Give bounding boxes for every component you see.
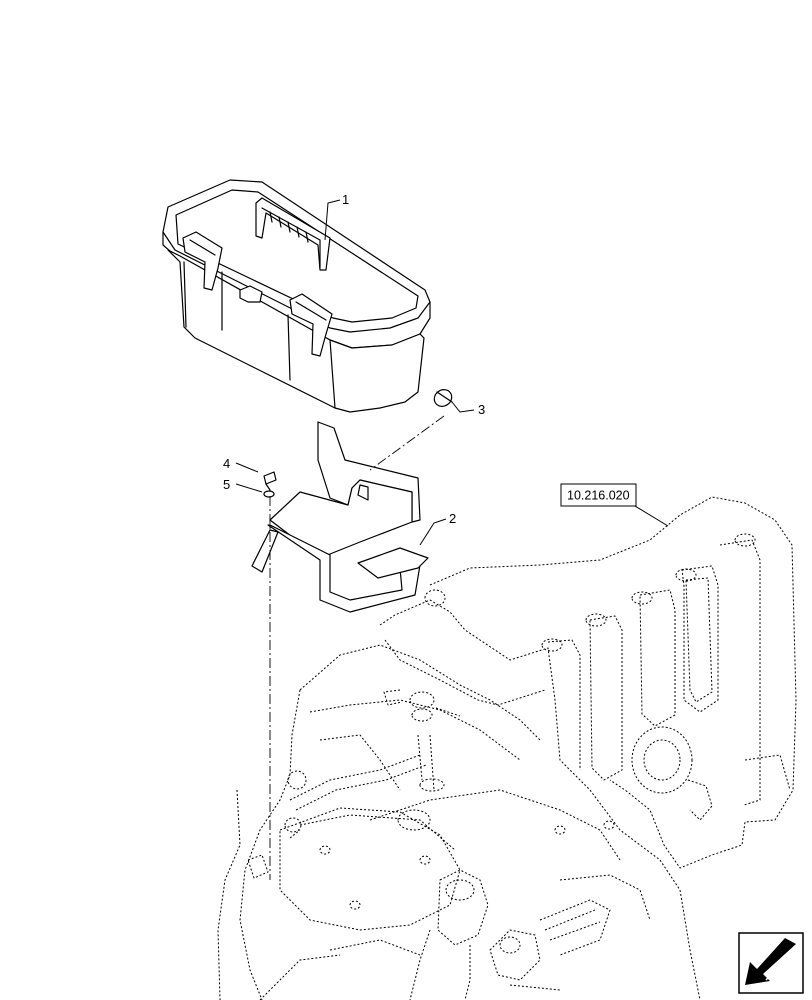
callout-2: 2 [449, 511, 456, 526]
plug [433, 389, 453, 407]
callout-3: 3 [478, 402, 485, 417]
screw [263, 471, 277, 491]
callouts: 1 2 3 4 5 [223, 192, 485, 546]
callout-4: 4 [223, 456, 230, 471]
assembly-centerlines [269, 415, 445, 880]
nav-arrow-icon[interactable] [738, 932, 804, 994]
callout-5: 5 [223, 477, 230, 492]
bracket [251, 421, 429, 613]
tool-box [162, 179, 431, 413]
machine-housing-dotted [217, 496, 797, 1000]
reference-box: 10.216.020 [560, 483, 637, 507]
callout-1: 1 [342, 192, 349, 207]
reference-label: 10.216.020 [567, 489, 630, 503]
washer [263, 490, 275, 498]
